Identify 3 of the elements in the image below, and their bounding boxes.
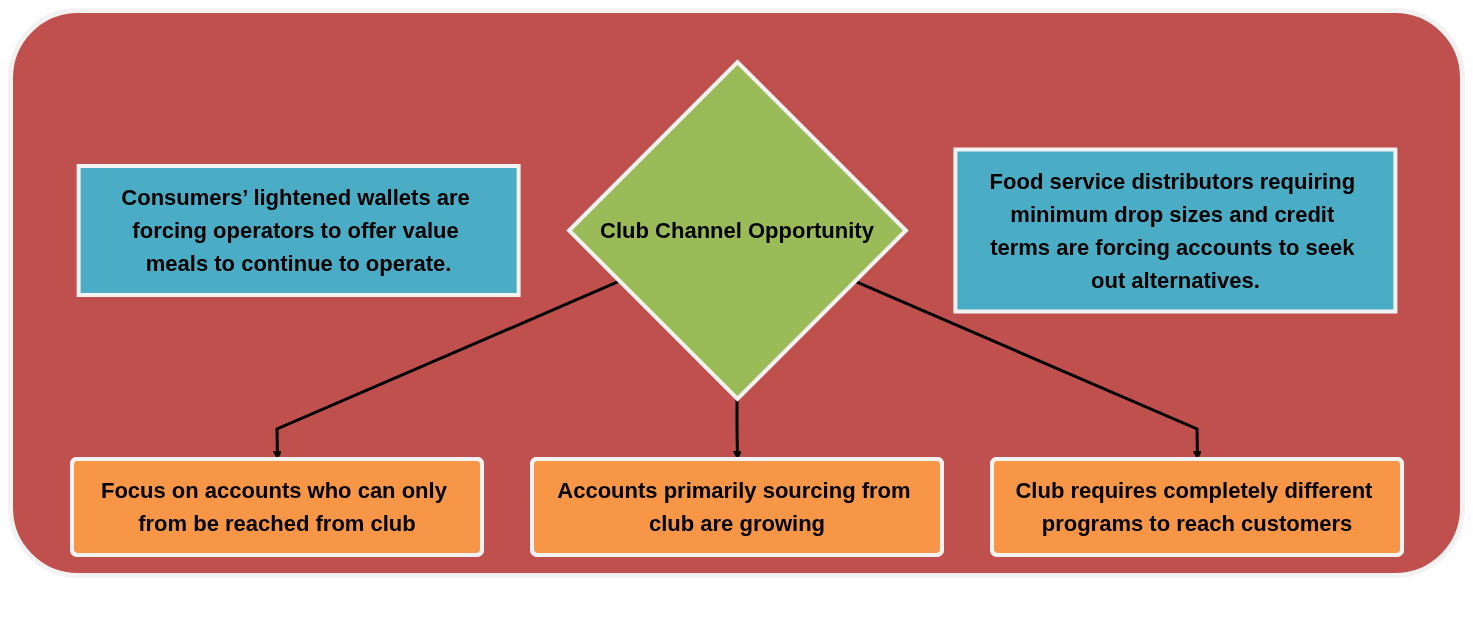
node-box: Consumers’ lightened wallets are forcing operators to offer value meals to continue to operate. — [76, 164, 521, 297]
node-box: Food service distributors requiring minimum drop sizes and credit terms are forcing accounts to seek out alternatives. — [952, 147, 1397, 314]
node-diamond: Club Channel Opportunity — [565, 59, 909, 402]
